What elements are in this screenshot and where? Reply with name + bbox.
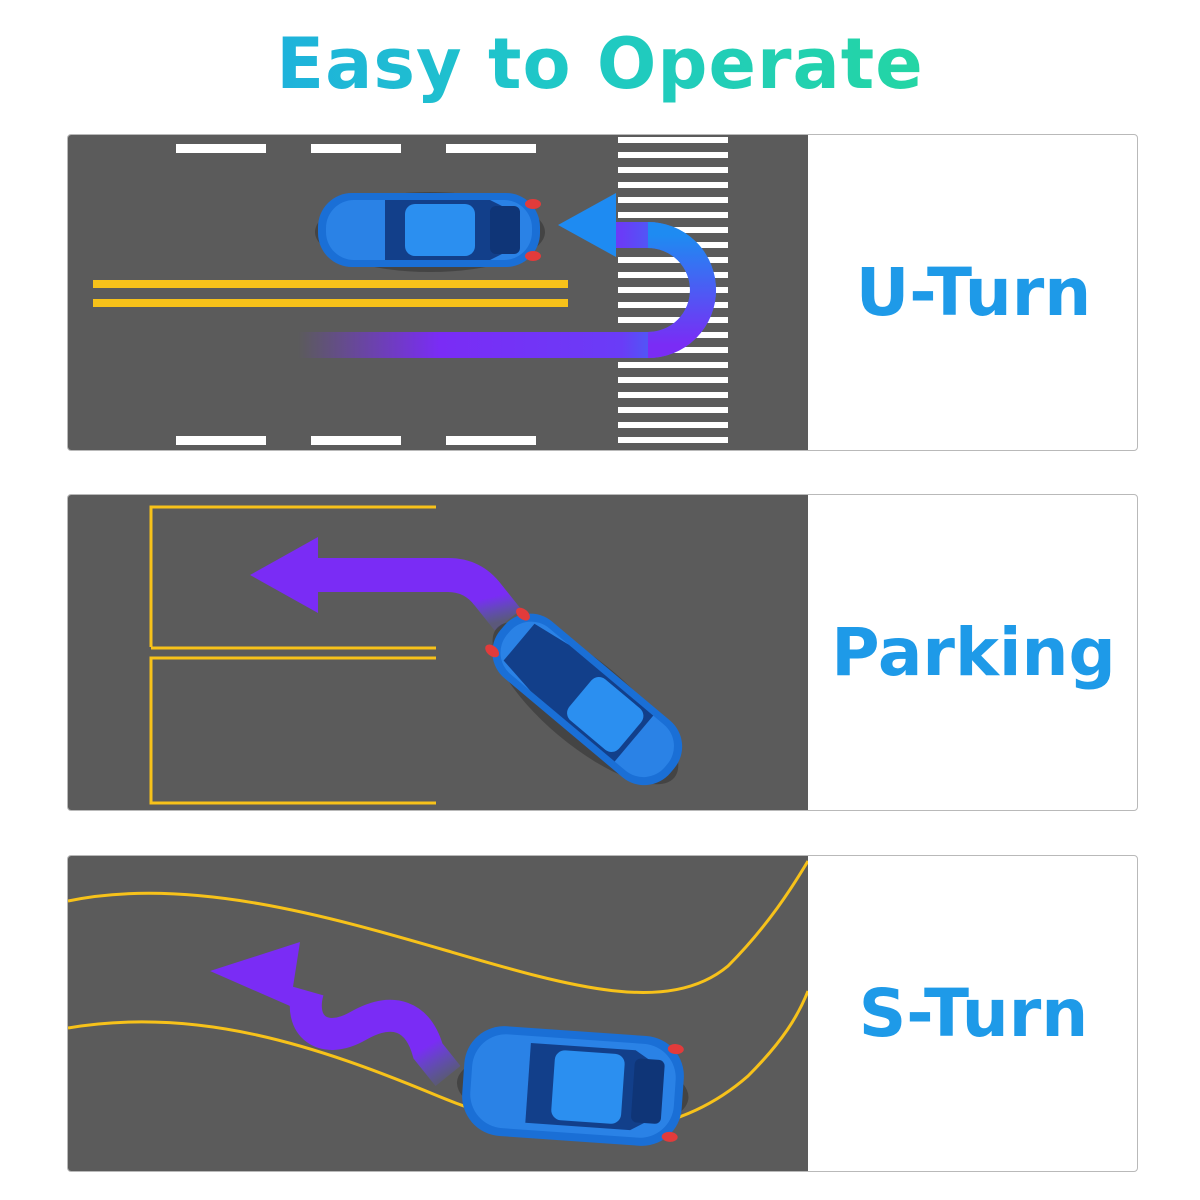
page-title: Easy to Operate [0,22,1200,106]
u-turn-panel: U-Turn [67,134,1138,451]
car-icon [456,1026,689,1146]
parking-panel: Parking [67,494,1138,811]
s-curve-road-scene [68,856,808,1171]
lane-dashes-bottom [176,436,536,445]
car-icon [485,607,683,786]
double-yellow-line [93,280,568,307]
left-turn-arrow-icon [250,537,522,631]
u-turn-road-scene [68,135,808,450]
car-icon [315,192,545,272]
u-turn-arrow-icon [298,193,716,358]
parking-label: Parking [831,614,1116,691]
parking-space-lines [149,505,436,805]
parking-lot-scene [68,495,808,810]
s-turn-panel: S-Turn [67,855,1138,1172]
u-turn-label: U-Turn [855,254,1092,331]
s-turn-label: S-Turn [858,975,1089,1052]
lane-dashes-top [176,144,536,153]
s-curve-arrow-icon [210,942,461,1086]
